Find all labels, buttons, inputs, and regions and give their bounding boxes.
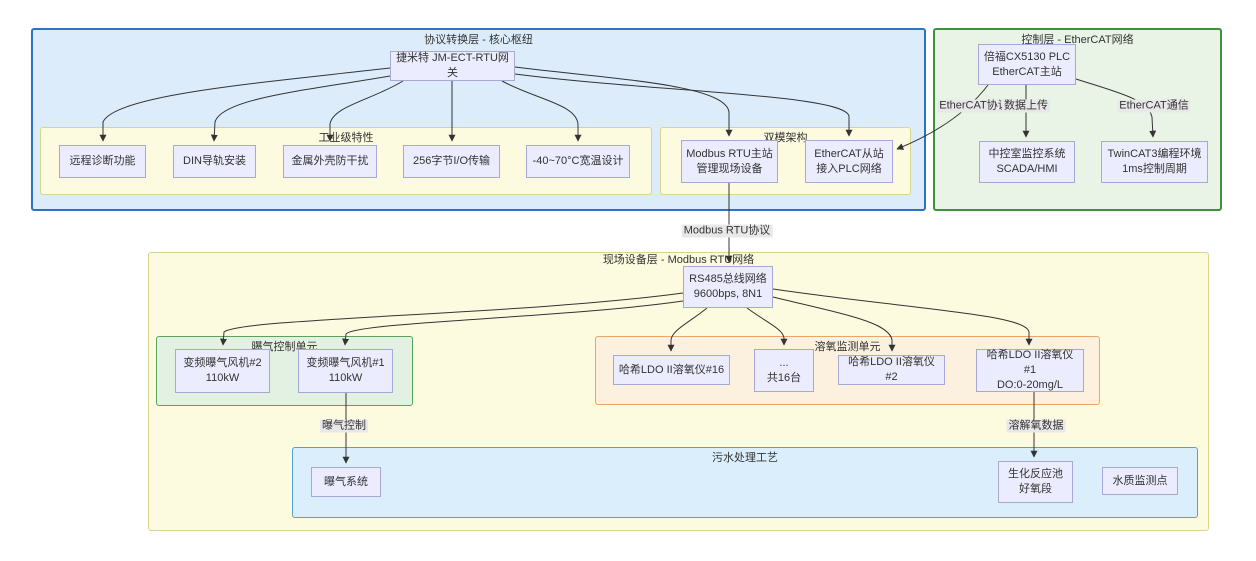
node-fan2: 变频曝气风机#2 110kW [175,349,270,393]
node-do-more-label1: ... [779,356,789,369]
node-do1: 哈希LDO II溶氧仪#1 DO:0-20mg/L [976,349,1084,392]
group-title-field-layer: 现场设备层 - Modbus RTU网络 [602,254,755,266]
node-do-more-label2: 共16台 [766,371,802,384]
node-scada-label1: 中控室监控系统 [988,148,1066,160]
group-title-process: 污水处理工艺 [712,452,778,464]
group-title-protocol-layer: 协议转换层 - 核心枢纽 [424,34,533,46]
node-fan2-label2: 110kW [205,372,240,384]
node-ethercat-slave-label1: EtherCAT从站 [814,147,884,160]
node-twincat: TwinCAT3编程环境 1ms控制周期 [1101,141,1208,183]
node-bio-tank-label2: 好氧段 [1019,483,1052,495]
node-scada-label2: SCADA/HMI [996,163,1058,175]
node-gateway-label: 捷米特 JM-ECT-RTU网关 [396,52,509,79]
node-din-rail: DIN导轨安装 [173,145,256,178]
node-plc-label1: 倍福CX5130 PLC [983,50,1071,63]
node-do-more: ... 共16台 [754,349,814,392]
node-aeration-sys: 曝气系统 [311,467,381,497]
node-twincat-label1: TwinCAT3编程环境 [1107,148,1202,160]
node-wide-temp-label: -40~70°C宽温设计 [532,155,624,167]
node-do16: 哈希LDO II溶氧仪#16 [613,355,730,385]
node-twincat-label2: 1ms控制周期 [1122,163,1187,175]
node-do2: 哈希LDO II溶氧仪#2 [838,355,945,385]
node-metal-case-label: 金属外壳防干扰 [291,155,369,167]
edge-label-aeration-ctrl: 曝气控制 [320,419,368,433]
group-title-control-layer: 控制层 - EtherCAT网络 [1021,34,1134,46]
node-metal-case: 金属外壳防干扰 [283,145,377,178]
edge-label-ethercat-comm: EtherCAT通信 [1117,99,1191,113]
node-aeration-sys-label: 曝气系统 [324,475,368,488]
node-ethercat-slave: EtherCAT从站 接入PLC网络 [805,140,893,183]
node-modbus-master-label1: Modbus RTU主站 [686,147,773,160]
node-ethercat-slave-label2: 接入PLC网络 [816,162,882,175]
group-title-do-unit: 溶氧监测单元 [814,341,881,353]
node-do16-label: 哈希LDO II溶氧仪#16 [618,363,725,376]
node-water-monitor-label: 水质监测点 [1112,474,1168,487]
node-do1-label2: DO:0-20mg/L [996,379,1064,391]
node-io256-label: 256字节I/O传输 [412,155,491,167]
node-modbus-master: Modbus RTU主站 管理现场设备 [681,140,778,183]
node-water-monitor: 水质监测点 [1102,467,1178,495]
node-remote-diag-label: 远程诊断功能 [69,155,136,167]
node-plc: 倍福CX5130 PLC EtherCAT主站 [978,44,1076,85]
node-fan1-label1: 变频曝气风机#1 [306,357,385,369]
node-bio-tank: 生化反应池 好氧段 [998,461,1073,503]
node-do1-label1: 哈希LDO II溶氧仪#1 [986,349,1074,376]
node-din-rail-label: DIN导轨安装 [183,155,246,167]
edge-label-modbus-rtu: Modbus RTU协议 [681,224,773,238]
node-io256: 256字节I/O传输 [403,145,500,178]
node-wide-temp: -40~70°C宽温设计 [526,145,630,178]
node-bio-tank-label1: 生化反应池 [1008,468,1063,480]
node-scada: 中控室监控系统 SCADA/HMI [979,141,1075,183]
group-title-industrial-features: 工业级特性 [318,132,374,144]
edge-label-data-upload: 数据上传 [1002,99,1050,113]
node-plc-label2: EtherCAT主站 [992,65,1062,78]
node-do2-label: 哈希LDO II溶氧仪#2 [848,356,935,383]
node-gateway: 捷米特 JM-ECT-RTU网关 [390,51,515,81]
node-fan1-label2: 110kW [328,372,363,384]
group-control-layer: 控制层 - EtherCAT网络 [933,28,1222,211]
edge-label-do-data: 溶解氧数据 [1006,419,1066,433]
node-fan1: 变频曝气风机#1 110kW [298,349,393,393]
node-rs485-label2: 9600bps, 8N1 [693,288,763,300]
node-remote-diag: 远程诊断功能 [59,145,146,178]
node-rs485: RS485总线网络 9600bps, 8N1 [683,266,773,308]
node-rs485-label1: RS485总线网络 [689,273,767,285]
edge-label-ethercat-protocol: EtherCAT协议 [937,99,1011,113]
node-fan2-label1: 变频曝气风机#2 [183,357,262,369]
node-modbus-master-label2: 管理现场设备 [696,162,763,175]
